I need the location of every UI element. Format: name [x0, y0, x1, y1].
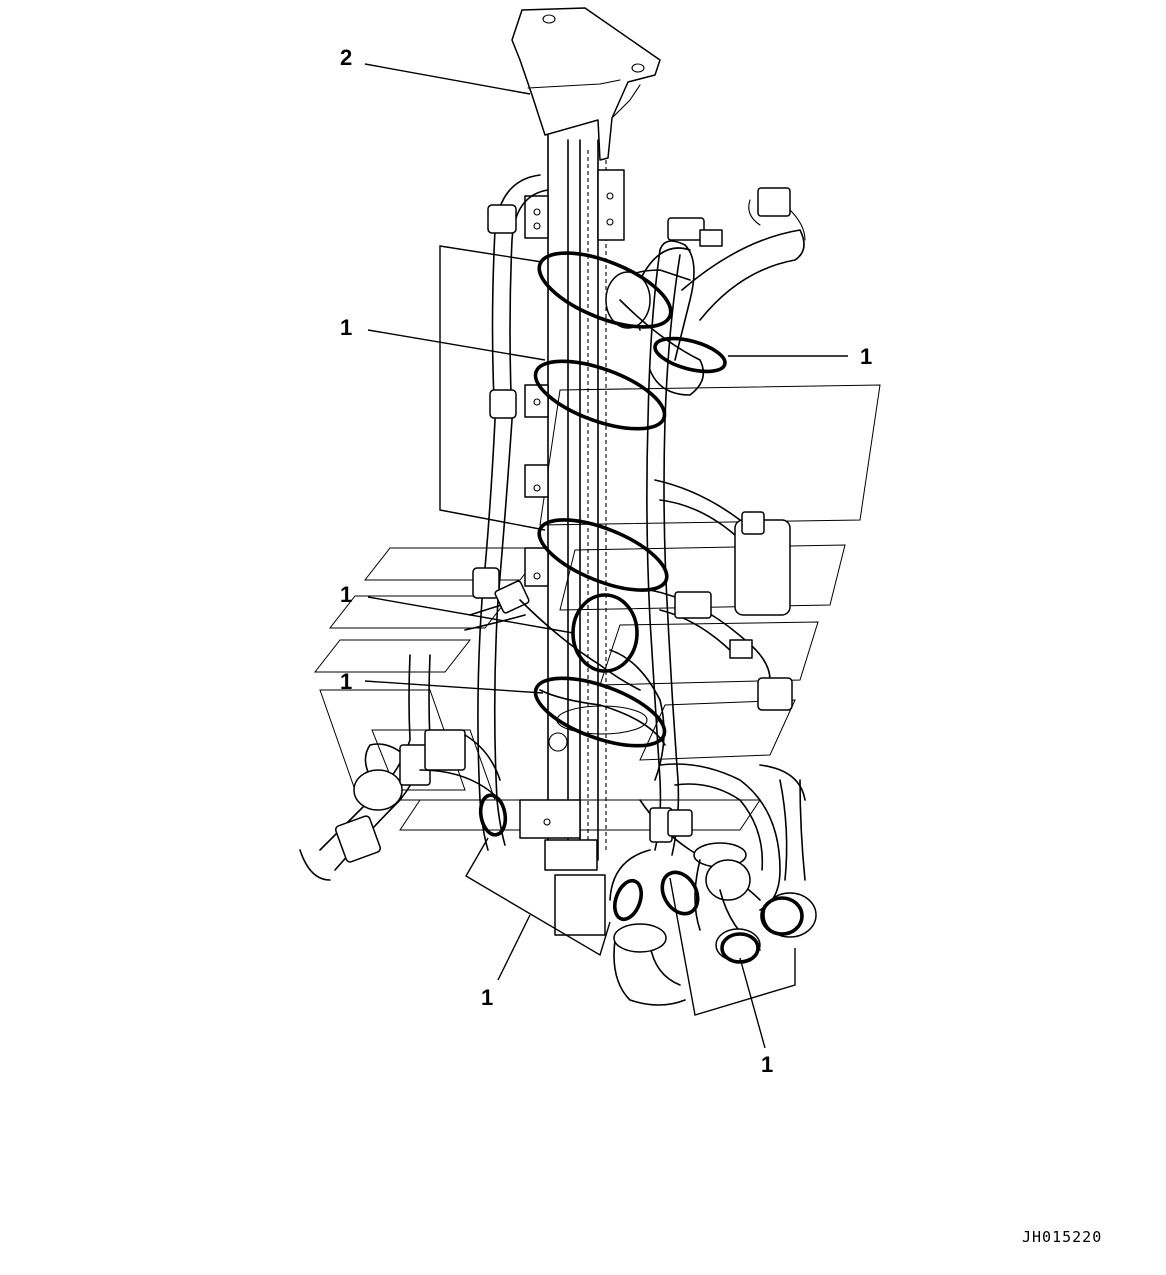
callout-clamp-bottom-left: 1 [481, 985, 493, 1010]
leader-lines [364, 63, 848, 1049]
callout-labels: 2 1 1 1 1 1 1 JH015220 [340, 45, 1102, 1246]
callout-clamp-bottom-right: 1 [761, 1052, 773, 1077]
bracket-part-2 [511, 7, 661, 161]
callout-clamp-right-upper: 1 [860, 344, 872, 369]
callout-clamp-lower-left: 1 [340, 669, 352, 694]
harness-cables [299, 174, 817, 1006]
callout-clamp-bracketed-left: 1 [340, 315, 352, 340]
drawing-code: JH015220 [1022, 1228, 1102, 1246]
callout-clamp-middle-left: 1 [340, 582, 352, 607]
callout-bracket: 2 [340, 45, 352, 70]
